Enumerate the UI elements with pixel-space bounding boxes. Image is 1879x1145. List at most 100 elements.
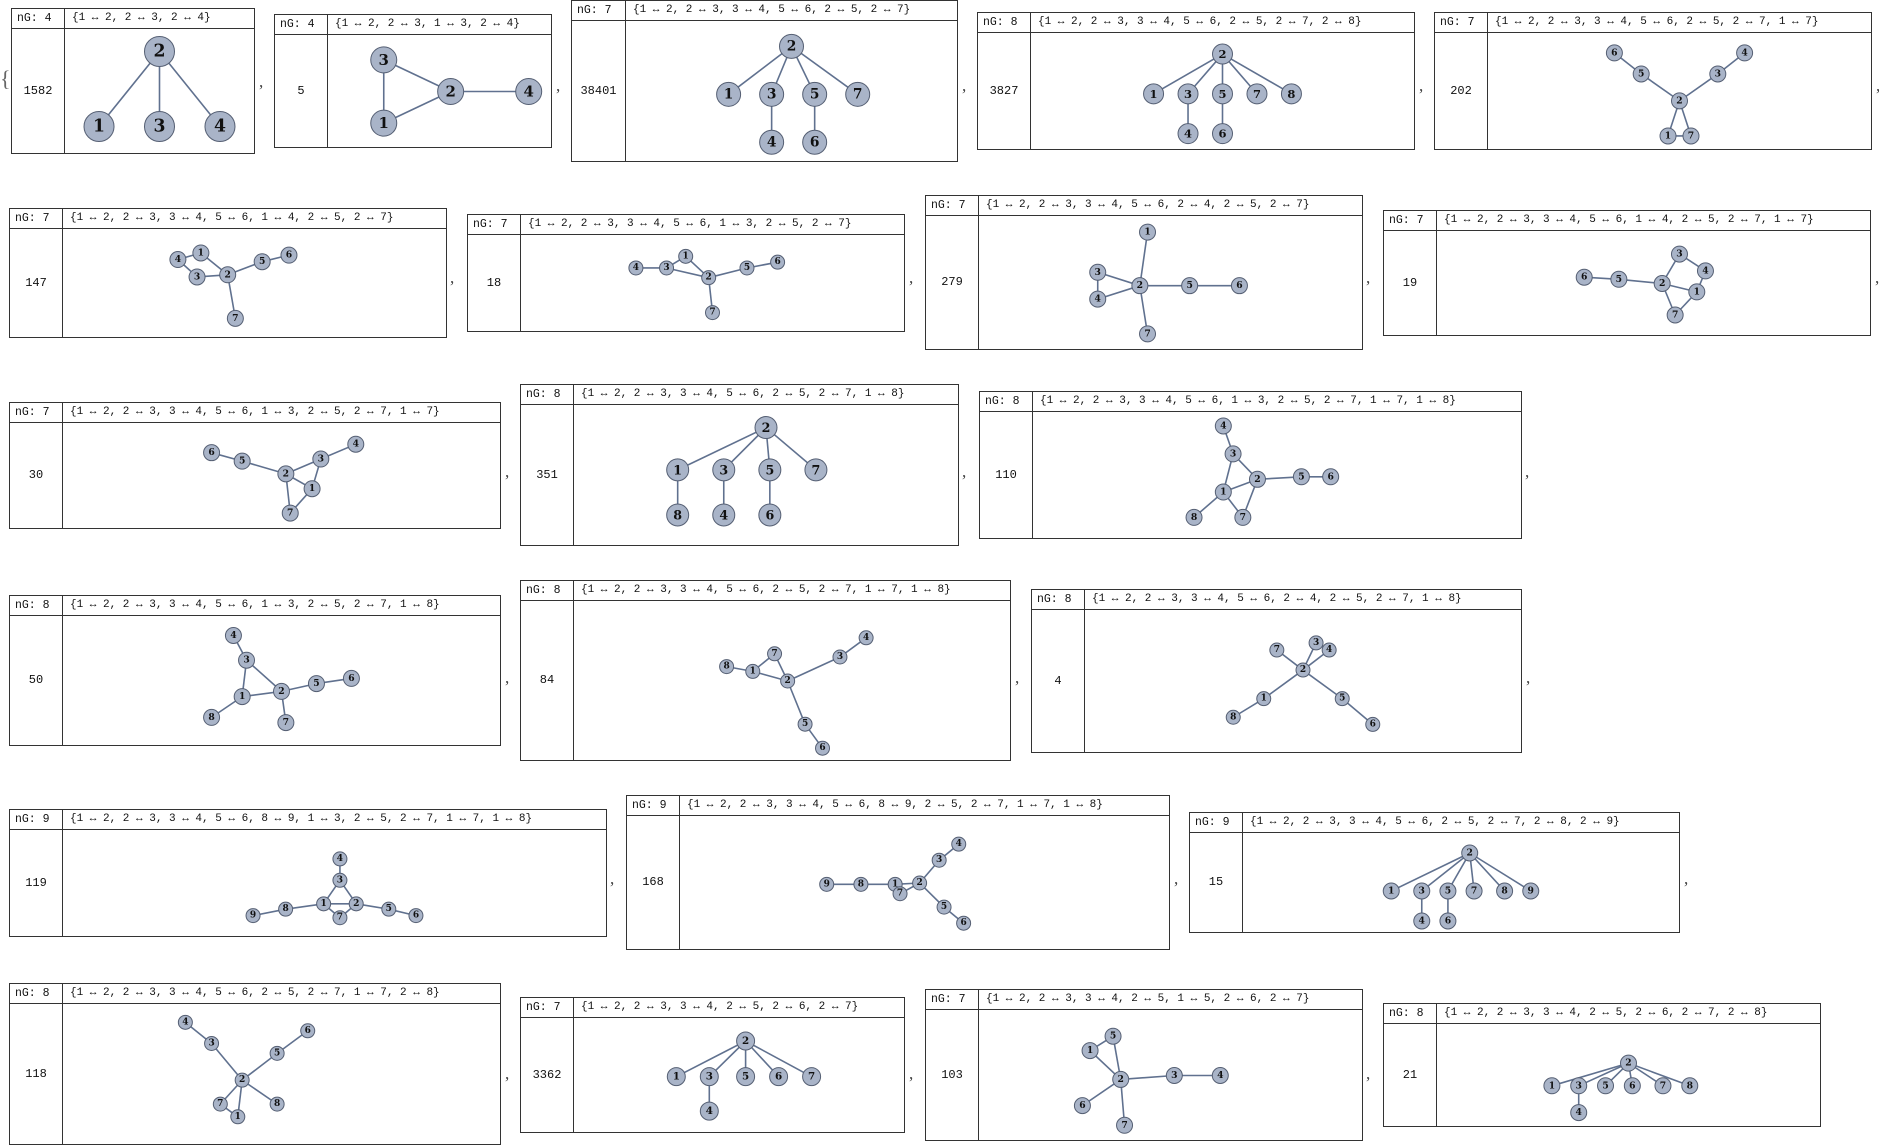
graph-panel: nG: 9{1 ↔ 2, 2 ↔ 3, 3 ↔ 4, 5 ↔ 6, 8 ↔ 9,… — [9, 809, 607, 937]
node-label-5: 5 — [1445, 886, 1451, 897]
node-label-4: 4 — [1576, 1107, 1583, 1118]
node-7 — [226, 309, 244, 327]
node-2 — [701, 270, 717, 286]
panel-header: nG: 7{1 ↔ 2, 2 ↔ 3, 3 ↔ 4, 5 ↔ 6, 1 ↔ 4,… — [1384, 211, 1870, 231]
node-label-5: 5 — [1602, 1080, 1608, 1091]
node-label-2: 2 — [1467, 848, 1473, 859]
list-separator: , — [556, 76, 561, 95]
node-label-7: 7 — [217, 1099, 223, 1109]
node-label-1: 1 — [673, 462, 682, 477]
node-1 — [1139, 223, 1157, 241]
node-count-label: nG: 8 — [980, 392, 1033, 411]
node-label-2: 2 — [742, 1035, 749, 1047]
node-6 — [1230, 277, 1248, 295]
node-label-2: 2 — [283, 468, 289, 479]
node-label-8: 8 — [208, 712, 214, 723]
node-label-7: 7 — [812, 462, 821, 477]
node-1 — [83, 111, 115, 142]
node-2 — [1212, 43, 1233, 65]
node-5 — [802, 81, 828, 107]
node-label-7: 7 — [1144, 328, 1150, 339]
node-label-5: 5 — [1298, 471, 1304, 482]
node-label-4: 4 — [863, 633, 869, 643]
node-8 — [269, 1096, 285, 1112]
node-9 — [819, 876, 835, 892]
node-label-8: 8 — [858, 879, 864, 889]
edge-1-2 — [98, 50, 161, 128]
panel-header: nG: 8{1 ↔ 2, 2 ↔ 3, 3 ↔ 4, 5 ↔ 6, 2 ↔ 5,… — [978, 13, 1414, 33]
node-6 — [342, 669, 360, 687]
node-6 — [1575, 268, 1593, 286]
node-2 — [144, 36, 175, 67]
node-label-3: 3 — [706, 1071, 713, 1083]
node-label-5: 5 — [1638, 68, 1644, 79]
edge-2-8 — [1469, 852, 1506, 892]
panel-header: nG: 7{1 ↔ 2, 2 ↔ 3, 3 ↔ 4, 5 ↔ 6, 1 ↔ 4,… — [10, 209, 446, 229]
node-label-7: 7 — [283, 717, 289, 728]
node-label-8: 8 — [1230, 712, 1236, 722]
occurrence-count: 1582 — [12, 28, 65, 153]
graph-panel: nG: 7{1 ↔ 2, 2 ↔ 3, 3 ↔ 4, 5 ↔ 6, 1 ↔ 4,… — [1383, 210, 1871, 336]
graph-panel: nG: 9{1 ↔ 2, 2 ↔ 3, 3 ↔ 4, 5 ↔ 6, 2 ↔ 5,… — [1189, 812, 1680, 933]
panel-header: nG: 7{1 ↔ 2, 2 ↔ 3, 3 ↔ 4, 5 ↔ 6, 1 ↔ 3,… — [10, 403, 500, 423]
list-separator: , — [962, 462, 967, 481]
node-label-4: 4 — [706, 1105, 713, 1117]
node-label-1: 1 — [1388, 886, 1394, 897]
node-label-4: 4 — [1326, 645, 1332, 655]
list-separator: , — [909, 268, 914, 287]
node-label-4: 4 — [523, 83, 533, 101]
node-label-3: 3 — [194, 271, 200, 282]
list-separator: , — [1684, 869, 1689, 888]
occurrence-count: 147 — [10, 228, 63, 337]
node-label-2: 2 — [1300, 665, 1306, 675]
node-label-1: 1 — [1549, 1080, 1555, 1091]
node-label-7: 7 — [1240, 512, 1246, 523]
occurrence-count: 110 — [980, 411, 1033, 538]
node-2 — [1295, 662, 1311, 678]
occurrence-count: 118 — [10, 1003, 63, 1144]
edge-list-label: {1 ↔ 2, 2 ↔ 3, 3 ↔ 4, 5 ↔ 6, 1 ↔ 4, 2 ↔ … — [70, 212, 394, 224]
node-label-1: 1 — [239, 691, 245, 702]
node-count-label: nG: 7 — [1435, 13, 1488, 32]
node-7 — [1465, 882, 1483, 900]
list-separator: , — [909, 1064, 914, 1083]
edge-2-5 — [1302, 669, 1343, 700]
list-open-brace: { — [0, 66, 11, 91]
list-separator: , — [505, 668, 510, 687]
node-label-6: 6 — [1629, 1080, 1635, 1091]
panel-header: nG: 8{1 ↔ 2, 2 ↔ 3, 3 ↔ 4, 5 ↔ 6, 2 ↔ 5,… — [10, 984, 500, 1004]
edge-1-2 — [675, 1040, 746, 1078]
occurrence-count: 18 — [468, 234, 521, 331]
node-3 — [659, 260, 675, 276]
node-1 — [716, 81, 742, 107]
node-label-7: 7 — [1660, 1080, 1666, 1091]
node-count-label: nG: 7 — [1384, 211, 1437, 230]
node-label-2: 2 — [278, 686, 284, 697]
node-label-3: 3 — [318, 454, 324, 465]
node-1 — [192, 244, 210, 262]
node-7 — [1654, 1077, 1672, 1095]
node-8 — [1681, 1077, 1699, 1095]
node-count-label: nG: 7 — [468, 215, 521, 234]
node-8 — [719, 659, 735, 675]
edge-1-2 — [1390, 852, 1471, 892]
node-1 — [1214, 483, 1232, 501]
node-3 — [370, 46, 398, 74]
list-separator: , — [259, 72, 264, 91]
node-label-6: 6 — [774, 257, 780, 267]
edge-2-3 — [1120, 1074, 1175, 1081]
panel-header: nG: 4{1 ↔ 2, 2 ↔ 3, 1 ↔ 3, 2 ↔ 4} — [275, 15, 551, 35]
node-label-7: 7 — [1471, 886, 1477, 897]
node-2 — [273, 682, 290, 700]
node-2 — [219, 266, 237, 284]
node-label-4: 4 — [1220, 420, 1227, 431]
node-label-3: 3 — [936, 855, 942, 865]
